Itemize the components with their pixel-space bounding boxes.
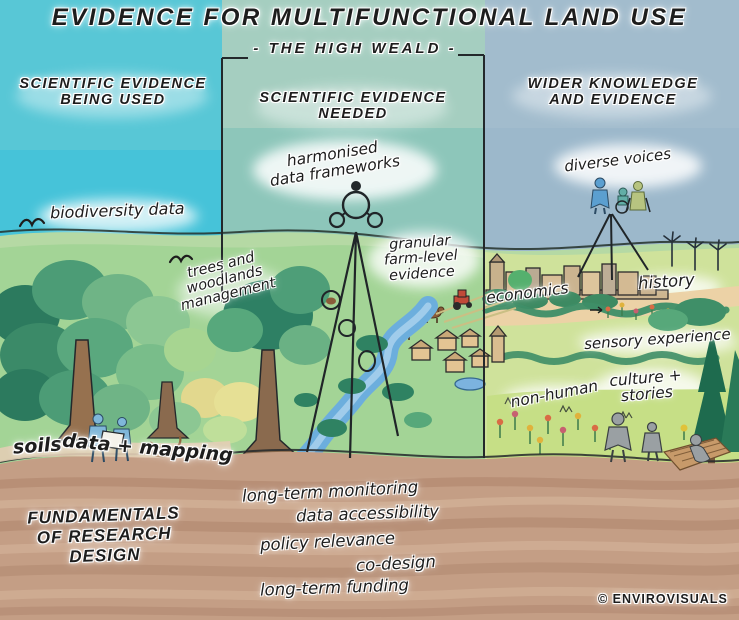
left-forest — [0, 260, 229, 441]
people-with-map — [87, 413, 132, 463]
page-title: EVIDENCE FOR MULTIFUNCTIONAL LAND USE — [51, 4, 688, 31]
column-dividers — [221, 54, 485, 458]
label-culture-stories: culture + stories — [608, 365, 683, 406]
credit-envirovisuals: © ENVIROVISUALS — [598, 592, 728, 606]
diverse-voices-figures — [590, 177, 651, 215]
label-history: history — [637, 270, 696, 293]
label-granular-farm-level-evidence: granular farm-level evidence — [383, 232, 459, 284]
wind-turbine-icons — [663, 231, 727, 271]
heading-fundamentals-research-design: FUNDAMENTALS OF RESEARCH DESIGN — [26, 503, 180, 567]
soil — [0, 441, 739, 620]
tripod-sensor-icon — [305, 181, 400, 459]
map-icon — [99, 430, 125, 450]
column-header-wider-knowledge: WIDER KNOWLEDGE AND EVIDENCE — [527, 76, 699, 109]
tractor-icon — [435, 289, 517, 329]
label-soils: soils — [12, 433, 63, 459]
middle-trees — [203, 266, 331, 459]
page-subtitle: - THE HIGH WEALD - — [253, 40, 457, 57]
column-header-scientific-evidence-needed: SCIENTIFIC EVIDENCE NEEDED — [259, 90, 447, 123]
arrow-icon — [590, 306, 603, 314]
diverse-voices-tripod — [577, 213, 649, 281]
cloud-halos — [16, 74, 712, 233]
column-header-scientific-evidence-used: SCIENTIFIC EVIDENCE BEING USED — [19, 76, 207, 109]
riverside-bushes — [294, 335, 432, 437]
pine-trees — [648, 298, 739, 468]
bird-icons — [18, 218, 194, 264]
village-houses — [408, 324, 508, 391]
fox-icon — [150, 435, 182, 458]
deck-with-person — [662, 434, 732, 471]
family-figures — [604, 412, 663, 463]
